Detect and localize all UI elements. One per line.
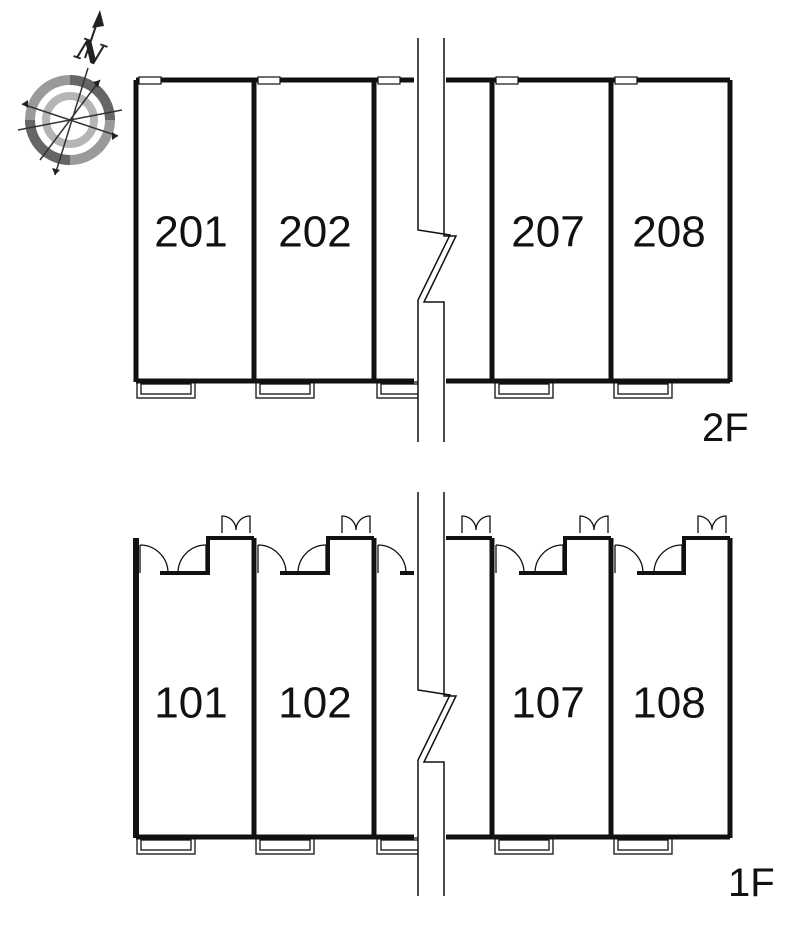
unit-107-label: 107 — [511, 679, 584, 728]
unit-101-label: 101 — [154, 679, 227, 728]
floor-plan-upper: 201 202 207 208 2F — [133, 38, 749, 450]
floor-plan-lower: 101 102 107 108 1F — [133, 492, 775, 905]
unit-102-label: 102 — [278, 679, 351, 728]
unit-201-label: 201 — [154, 208, 227, 257]
floor-label-1f: 1F — [728, 861, 775, 905]
unit-202-label: 202 — [278, 208, 351, 257]
floor-label-2f: 2F — [702, 406, 749, 450]
unit-208-label: 208 — [632, 208, 705, 257]
north-arrow-icon — [92, 10, 104, 28]
north-label: N — [70, 31, 110, 74]
unit-108-label: 108 — [632, 679, 705, 728]
unit-207-label: 207 — [511, 208, 584, 257]
compass-rose-icon: N — [17, 10, 123, 176]
